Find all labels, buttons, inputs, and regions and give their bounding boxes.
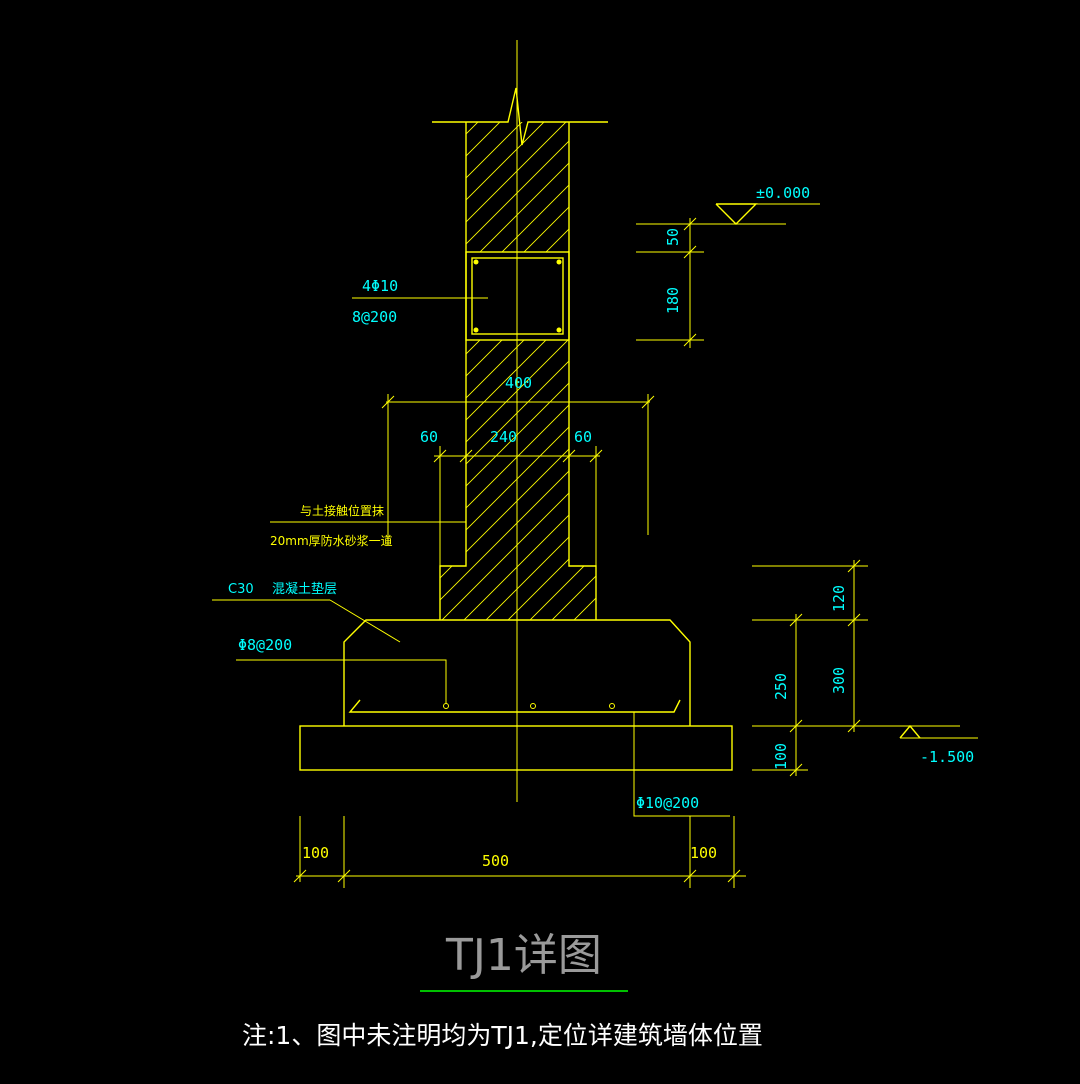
hatch-line (440, 441, 596, 620)
dim-tick (789, 613, 803, 627)
footing-bar-lower: Φ10@200 (636, 794, 699, 812)
hatch-line (440, 122, 596, 333)
rebar-dot (473, 259, 479, 265)
footing-bottom-bar (348, 699, 681, 713)
hatch-line (440, 122, 596, 245)
elevation-bottom: -1.500 (920, 748, 974, 766)
rebar-dot (530, 703, 536, 709)
hatch-line (440, 221, 596, 443)
dim-tick (683, 245, 697, 259)
hatch-line (440, 375, 596, 597)
dim-tick (789, 763, 803, 777)
dim-wall-mid: 240 (490, 428, 517, 446)
dim-tick (847, 719, 861, 733)
waterproof-note-2: 20mm厚防水砂浆一道 (270, 533, 393, 548)
upper-bar-leader (236, 659, 447, 704)
elevation-triangle-bottom (899, 724, 921, 739)
concrete-grade: C30 (228, 582, 254, 597)
rebar-dot (443, 703, 449, 709)
dim-tick (683, 869, 697, 883)
hatch-line (440, 573, 596, 620)
concrete-label: 混凝土垫层 (272, 581, 337, 597)
hatch-line (440, 309, 596, 531)
dim-tick (683, 217, 697, 231)
waterproof-note-1: 与土接触位置抹 (300, 503, 384, 518)
dim-tick (293, 869, 307, 883)
dim-tick (337, 869, 351, 883)
footing-bar-upper: Φ8@200 (238, 636, 292, 654)
footing-outline (343, 619, 691, 726)
dim-wall-total: 400 (505, 374, 532, 392)
hatch-line (440, 507, 596, 620)
drawing-note: 注:1、图中未注明均为TJ1,定位详建筑墙体位置 (242, 1021, 763, 1050)
dim-tick (589, 449, 603, 463)
hatch-line (440, 155, 596, 377)
elevation-triangle-top (715, 203, 758, 225)
dim-tick (683, 333, 697, 347)
dim-tick (641, 395, 655, 409)
dim-footing-body-h: 250 (772, 673, 790, 700)
concrete-pad (299, 725, 733, 771)
dim-base-right: 100 (690, 844, 717, 862)
rebar-dot (473, 327, 479, 333)
rebar-dot (556, 327, 562, 333)
dim-wall-left: 60 (420, 428, 438, 446)
elevation-top: ±0.000 (756, 184, 810, 202)
dim-base-left: 100 (302, 844, 329, 862)
ring-beam-stirrups: 8@200 (352, 308, 397, 326)
lower-bar-leader (633, 712, 730, 817)
hatch-line (440, 551, 596, 620)
dim-footing-h: 300 (830, 667, 848, 694)
ring-beam-outline (465, 251, 570, 341)
rebar-dot (609, 703, 615, 709)
break-mark (432, 87, 608, 146)
dim-beam-gap: 50 (664, 228, 682, 246)
hatch-line (440, 529, 596, 620)
hatch-line (440, 122, 596, 201)
ring-beam-main-bars: 4Φ10 (362, 277, 398, 295)
dim-step-h: 120 (830, 585, 848, 612)
wall-outline (439, 122, 597, 620)
dim-tick (847, 613, 861, 627)
dim-tick (847, 559, 861, 573)
dim-wall-right: 60 (574, 428, 592, 446)
dim-pad-h: 100 (772, 743, 790, 770)
dim-tick (381, 395, 395, 409)
hatch-line (440, 177, 596, 399)
dim-tick (433, 449, 447, 463)
ring-beam-stirrup (471, 257, 564, 335)
hatch-line (440, 287, 596, 509)
hatch-line (440, 122, 596, 311)
drawing-title: TJ1详图 (445, 930, 602, 981)
hatch-line (440, 133, 596, 355)
hatch-line (440, 485, 596, 620)
hatch-line (440, 595, 596, 620)
hatch-line (440, 122, 596, 289)
hatch-line (440, 122, 596, 267)
dim-tick (562, 449, 576, 463)
rebar-dot (556, 259, 562, 265)
hatch-line (440, 463, 596, 620)
dim-tick (789, 719, 803, 733)
hatch-line (440, 617, 596, 620)
dim-tick (727, 869, 741, 883)
dim-base-mid: 500 (482, 852, 509, 870)
dim-beam-height: 180 (664, 287, 682, 314)
dim-tick (459, 449, 473, 463)
